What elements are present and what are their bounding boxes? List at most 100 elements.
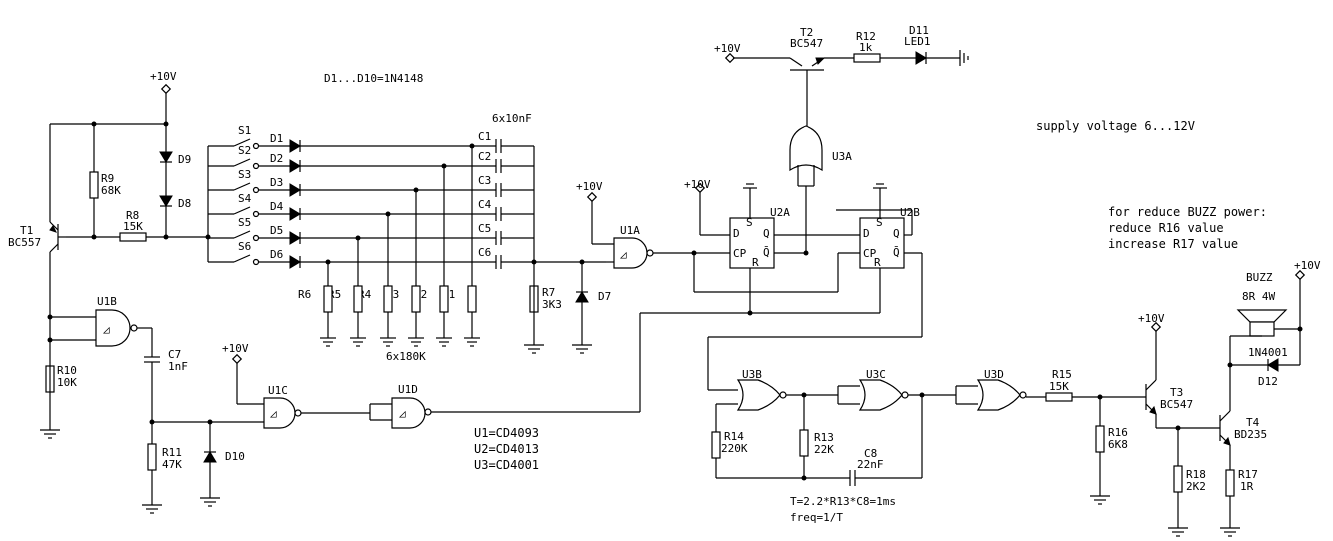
buzz-note-2: reduce R16 value — [1108, 221, 1224, 235]
diode-label-1: D1 — [270, 132, 283, 145]
switch-6[interactable] — [233, 254, 251, 263]
r17-value: 1R — [1240, 480, 1254, 493]
switch-1[interactable] — [233, 138, 251, 147]
u1b-label: U1B — [97, 295, 117, 308]
u2b-pin-q: Q — [893, 227, 900, 240]
u1c-supply-label: +10V — [222, 342, 249, 355]
switch-label-1: S1 — [238, 124, 251, 137]
switch-label-6: S6 — [238, 240, 251, 253]
diode-d3 — [289, 183, 301, 197]
diode-d5 — [289, 231, 301, 245]
diode-label-3: D3 — [270, 176, 283, 189]
u2b-pin-qbar: Q̄ — [893, 246, 900, 259]
u2a-pin-s: S — [746, 216, 753, 229]
buzz-note-3: increase R17 value — [1108, 237, 1238, 251]
cap-label-2: C2 — [478, 150, 491, 163]
resistor-note: 6x180K — [386, 350, 426, 363]
d10-label: D10 — [225, 450, 245, 463]
t2-section: +10V T2 BC547 R12 1k D11 LED1 U3A — [714, 24, 969, 187]
switch-2[interactable] — [233, 158, 251, 167]
r9-ref: R9 — [101, 172, 114, 185]
r14-ref: R14 — [724, 430, 744, 443]
resistor-r5 — [353, 285, 363, 313]
r12-value: 1k — [859, 41, 873, 54]
u2a-pin-d: D — [733, 227, 740, 240]
u3d-label: U3D — [984, 368, 1004, 381]
switch-label-2: S2 — [238, 144, 251, 157]
freq-note: freq=1/T — [790, 511, 843, 524]
resistor-r2 — [439, 285, 449, 313]
diode-note: D1...D10=1N4148 — [324, 72, 423, 85]
diode-label-5: D5 — [270, 224, 283, 237]
resistor-r1 — [467, 285, 477, 313]
u1c-schmitt: ◿ — [270, 407, 277, 420]
d7-label: D7 — [598, 290, 611, 303]
c7-ref: C7 — [168, 348, 181, 361]
period-note: T=2.2*R13*C8=1ms — [790, 495, 896, 508]
u2a-supply-label: +10V — [684, 178, 711, 191]
speaker-name: BUZZ — [1246, 271, 1273, 284]
diode-d6 — [289, 255, 301, 269]
r7-value: 3K3 — [542, 298, 562, 311]
d9-label: D9 — [178, 153, 191, 166]
u2b-pin-d: D — [863, 227, 870, 240]
cap-label-1: C1 — [478, 130, 491, 143]
d12-value: 1N4001 — [1248, 346, 1288, 359]
r11-value: 47K — [162, 458, 182, 471]
notes: supply voltage 6...12V for reduce BUZZ p… — [474, 119, 1267, 472]
u2-note: U2=CD4013 — [474, 442, 539, 456]
cap-label-5: C5 — [478, 222, 491, 235]
t3-ref: T3 — [1170, 386, 1183, 399]
resistor-r6 — [323, 285, 333, 313]
d11-ref: D11 — [909, 24, 929, 37]
switch-4[interactable] — [233, 206, 251, 215]
u2a-pin-r: R — [752, 256, 759, 269]
cap-label-6: C6 — [478, 246, 491, 259]
u3b-label: U3B — [742, 368, 762, 381]
d8-label: D8 — [178, 197, 191, 210]
r13-ref: R13 — [814, 431, 834, 444]
switch-5[interactable] — [233, 230, 251, 239]
u1a-schmitt: ◿ — [620, 248, 627, 261]
ground-symbol — [40, 429, 60, 439]
u1b-schmitt: ◿ — [103, 323, 110, 336]
r15-ref: R15 — [1052, 368, 1072, 381]
switch-label-5: S5 — [238, 216, 251, 229]
c8-ref: C8 — [864, 447, 877, 460]
d11-value: LED1 — [904, 35, 931, 48]
speaker-value: 8R 4W — [1242, 290, 1275, 303]
t3-supply-label: +10V — [1138, 312, 1165, 325]
diode-label-2: D2 — [270, 152, 283, 165]
c8-value: 22nF — [857, 458, 884, 471]
u2b-pin-r: R — [874, 256, 881, 269]
cap-label-4: C4 — [478, 198, 492, 211]
u1-note: U1=CD4093 — [474, 426, 539, 440]
resistor-label-r6: R6 — [298, 288, 311, 301]
switch-3[interactable] — [233, 182, 251, 191]
u3c-label: U3C — [866, 368, 886, 381]
u1d-label: U1D — [398, 383, 418, 396]
t4-ref: T4 — [1246, 416, 1260, 429]
r7-ref: R7 — [542, 286, 555, 299]
r18-value: 2K2 — [1186, 480, 1206, 493]
r8-value: 15K — [123, 220, 143, 233]
speaker-supply-label: +10V — [1294, 259, 1321, 272]
r16-ref: R16 — [1108, 426, 1128, 439]
u1b-section: ◿ U1B C7 1nF R11 47K D10 +10V ◿ U1C — [50, 295, 641, 514]
c7-value: 1nF — [168, 360, 188, 373]
r9-value: 68K — [101, 184, 121, 197]
u1a-supply-label: +10V — [576, 180, 603, 193]
oscillator-section: U3B R14 220K R13 22K U3C C8 22nF T=2.2*R… — [711, 368, 1146, 524]
t2-supply-label: +10V — [714, 42, 741, 55]
resistor-r4 — [383, 285, 393, 313]
u2b-pin-s: S — [876, 216, 883, 229]
u2a-pin-cp: CP — [733, 247, 747, 260]
r14-value: 220K — [721, 442, 748, 455]
output-stage: +10V T3 BC547 R18 2K2 T4 BD235 R17 1R +1… — [1138, 259, 1321, 537]
r12-ref: R12 — [856, 30, 876, 43]
t1-section: T1 BC557 +10V D9 D8 R9 68K R8 15K R10 — [8, 70, 208, 439]
r10-ref: R10 — [57, 364, 77, 377]
